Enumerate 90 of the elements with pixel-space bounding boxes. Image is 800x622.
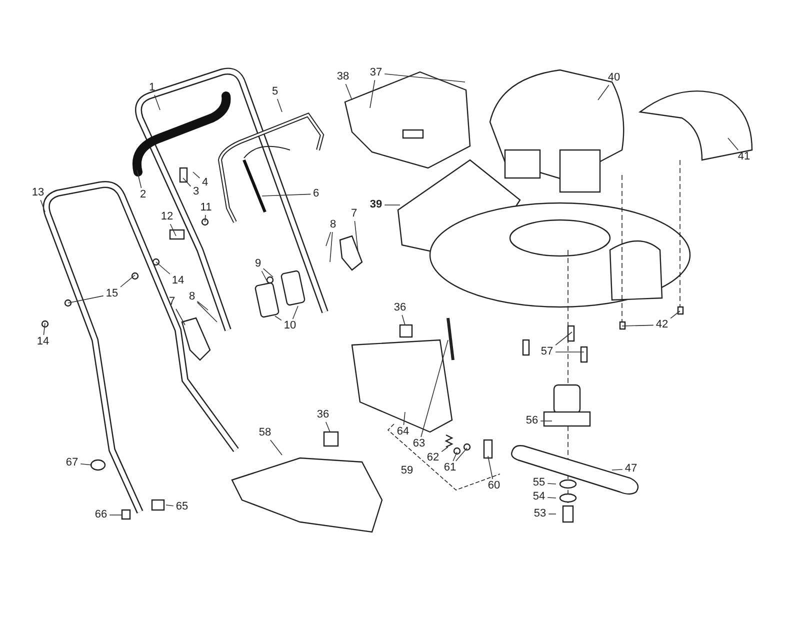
leader-line <box>192 172 200 178</box>
callout-number: 7 <box>350 208 358 220</box>
callout-number: 39 <box>368 198 384 212</box>
callout-number: 53 <box>532 508 548 520</box>
leader-line <box>43 322 46 336</box>
leader-line <box>403 412 406 426</box>
callout-number: 14 <box>170 274 186 288</box>
leader-line <box>452 452 458 462</box>
callout-number: 58 <box>258 426 272 440</box>
leader-line <box>547 483 556 484</box>
leader-line <box>120 274 136 288</box>
callout-number: 8 <box>188 290 196 304</box>
callout-number: 3 <box>192 186 200 198</box>
leader-line <box>196 302 218 322</box>
callout-number: 57 <box>540 346 554 358</box>
callout-number: 2 <box>138 188 148 202</box>
leader-line <box>330 232 333 262</box>
callout-number: 36 <box>316 408 330 422</box>
callout-number: 42 <box>654 318 670 332</box>
leader-line <box>555 332 572 346</box>
callout-number: 15 <box>104 288 120 300</box>
callout-number: 8 <box>328 218 338 232</box>
callout-number: 38 <box>336 70 350 84</box>
callout-number: 41 <box>736 150 752 164</box>
callout-number: 13 <box>30 186 46 200</box>
callout-number: 36 <box>392 302 408 314</box>
leader-line <box>204 214 206 222</box>
leader-line <box>166 504 174 506</box>
leader-line <box>261 270 268 284</box>
callout-number: 6 <box>312 188 320 200</box>
leader-line <box>326 232 332 246</box>
leader-line <box>354 220 358 252</box>
callout-number: 40 <box>606 72 622 84</box>
callout-number: 65 <box>174 500 190 514</box>
callout-number: 4 <box>200 176 210 190</box>
callout-number: 59 <box>400 464 414 478</box>
leader-line <box>292 306 298 320</box>
callout-number: 7 <box>168 296 176 308</box>
leader-line <box>547 497 556 498</box>
callout-number: 63 <box>412 438 426 450</box>
leader-line <box>384 74 466 82</box>
callout-number: 10 <box>282 320 298 332</box>
leader-line <box>136 170 142 188</box>
leader-line <box>68 295 104 304</box>
callout-number: 66 <box>94 508 108 522</box>
leader-line <box>728 138 738 150</box>
callout-number: 5 <box>270 86 280 98</box>
leader-line <box>80 464 92 466</box>
leader-line <box>196 300 208 310</box>
leader-line <box>441 446 448 452</box>
leader-line <box>420 340 448 438</box>
leader-line <box>270 440 282 456</box>
callout-number: 12 <box>160 210 174 224</box>
leader-line <box>622 324 654 326</box>
callout-number: 14 <box>36 336 50 348</box>
leader-line <box>156 262 170 274</box>
callout-number: 11 <box>199 202 213 214</box>
leader-line <box>262 194 312 196</box>
leader-line <box>540 420 552 422</box>
leader-line <box>345 84 352 100</box>
callout-number: 37 <box>368 66 384 80</box>
leader-line <box>612 469 623 470</box>
leader-line <box>277 98 282 112</box>
callout-number: 67 <box>64 456 80 470</box>
callout-number: 55 <box>532 476 546 490</box>
leader-line <box>40 200 46 212</box>
callout-number: 47 <box>624 462 638 476</box>
leader-line <box>262 268 274 278</box>
leader-line <box>456 448 468 462</box>
leader-line <box>154 94 160 110</box>
callout-number: 62 <box>426 452 440 464</box>
leader-line <box>402 314 406 326</box>
leader-line <box>176 308 186 326</box>
leader-line <box>274 316 282 321</box>
callout-number: 56 <box>524 414 540 428</box>
leader-line <box>384 204 400 206</box>
leader-line <box>598 84 610 100</box>
callout-number: 54 <box>532 490 546 504</box>
leader-line <box>170 224 176 236</box>
leader-line <box>488 456 493 480</box>
callout-number: 61 <box>442 462 458 474</box>
callout-number: 9 <box>254 258 262 270</box>
callout-number: 1 <box>148 82 156 94</box>
leader-line <box>670 310 680 319</box>
leader-line <box>182 178 192 187</box>
leader-line <box>326 422 330 432</box>
callout-number: 64 <box>396 426 410 438</box>
callout-number: 60 <box>486 480 502 492</box>
leader-line <box>109 514 122 516</box>
leader-line <box>370 80 376 108</box>
